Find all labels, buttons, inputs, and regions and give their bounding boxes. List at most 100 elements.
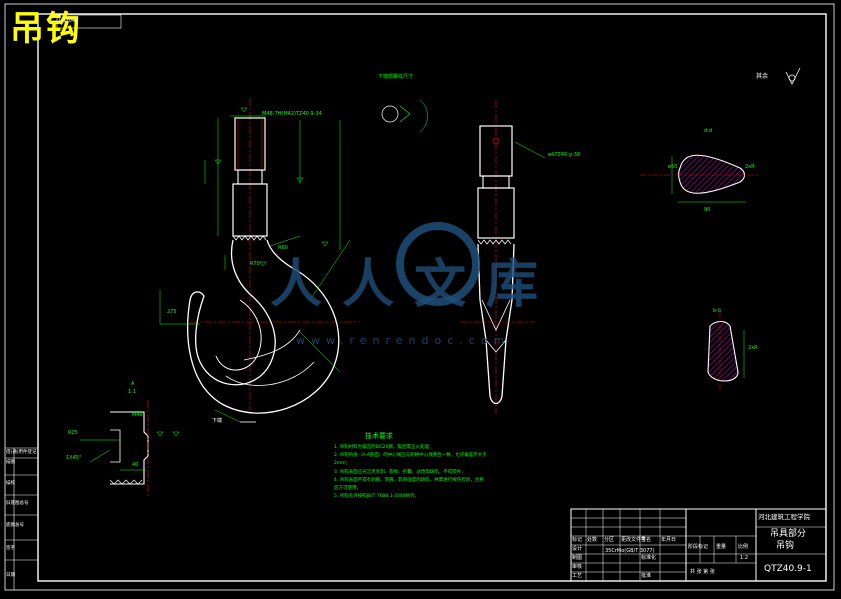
roughness-triangle (259, 261, 267, 267)
side-label: 借(通)用件登记 (6, 450, 37, 455)
view-a-groove (110, 429, 121, 463)
title-block-header: 更改文件号 (621, 537, 647, 543)
side-body (477, 243, 515, 405)
dim-r2: R60 (278, 245, 288, 251)
section-dd-label: d-d (704, 128, 713, 134)
watermark: 人人文库 www.renrendoc.com (270, 222, 558, 347)
section-bb-label: b-b (713, 308, 722, 314)
roughness-triangle (214, 159, 222, 165)
hook-front-view (159, 98, 428, 423)
sheet-label: 共 张 第 张 (690, 569, 715, 575)
section-bb-shape (707, 320, 739, 382)
side-ridge (481, 299, 511, 353)
side-label: 描校 (6, 481, 15, 486)
view-a-outline (110, 411, 149, 485)
dim-a-r25: R25 (68, 430, 78, 436)
note-item: 3. 吊钩表面应光洁无毛刺、裂纹、折叠、过烧等缺陷，不得焊补； (334, 469, 466, 475)
note-item: 1. 吊钩材料为锻造的DG20钢，锻后需正火处理； (334, 445, 434, 450)
side-hole (492, 137, 500, 145)
title-block-frame (570, 508, 827, 582)
top-code-box (56, 14, 122, 29)
dim-thread-side: ø47Z40 g-38 (548, 152, 581, 158)
side-strip (5, 447, 38, 590)
title-block-row-label: 设计 (572, 546, 583, 552)
watermark-ring (396, 222, 480, 306)
section-dd-shape (677, 154, 746, 194)
outer-border (4, 3, 835, 591)
side-label: 日期 (6, 573, 15, 578)
dim-a-m48: M48 (132, 412, 143, 418)
material-label: 35CrMo(GB/T 3077) (605, 548, 655, 554)
roughness-triangle (172, 431, 180, 437)
weight-label: 重量 (716, 544, 727, 550)
view-a-scale: 1:1 (128, 389, 137, 395)
title-block-header: 签名 (641, 537, 652, 543)
leader-line (89, 449, 111, 463)
detail-label: 下端部螺纹尺寸 (378, 74, 414, 80)
roughness-triangle (321, 241, 329, 247)
side-break (477, 239, 512, 245)
hook-outline (187, 239, 340, 414)
assembly-name: 吊具部分 (770, 529, 807, 539)
dim-bb-r: 2xR (748, 345, 758, 351)
stage-label: 阶段标记 (688, 544, 709, 550)
part-label: 下端 (212, 418, 223, 424)
top-code-label: I-47048 (59, 18, 79, 24)
leader-line (299, 331, 341, 373)
title-block-header: 处数 (587, 537, 598, 543)
roughness-triangle (296, 177, 304, 183)
hook-side-view (460, 100, 546, 414)
roughness-triangle (156, 431, 164, 437)
side-label: 签字 (6, 546, 15, 551)
note-item: 5. 吊钩允许按照JB/T 7688.1-2008执行。 (334, 494, 420, 500)
dim-thread-main: M48-7H(M42)TZ40 9-34 (262, 111, 322, 117)
break-line (232, 235, 267, 241)
dim-dd-r: 2xR (745, 164, 755, 170)
school-name: 河北建筑工程学院 (758, 513, 810, 521)
leader-line (269, 235, 301, 247)
part-name: 吊钩 (776, 541, 795, 551)
side-label: 描图 (6, 460, 15, 465)
dim-dd-height: ø50 (668, 164, 678, 170)
title-block-header: 年月日 (661, 537, 677, 543)
note-item: 后方可使用； (334, 485, 361, 491)
notes-list: 1. 吊钩材料为锻造的DG20钢，锻后需正火处理； 2. 吊钩钩身（A-A剖面）的… (334, 444, 487, 501)
title-block-row-label: 制图 (572, 555, 583, 561)
side-label: 旧底图总号 (6, 501, 29, 506)
watermark-url: www.renrendoc.com (296, 334, 510, 347)
title-block-row-label: 审核 (572, 564, 583, 570)
leader-line (214, 409, 241, 423)
inner-border (37, 13, 827, 582)
watermark-text: 人人文库 (270, 255, 558, 315)
dim-r1: R70 (250, 261, 260, 267)
dim-a-40: 40 (132, 462, 139, 468)
title-block-row-label: 工艺 (572, 573, 583, 579)
hook-inner-line (225, 329, 315, 386)
section-views (640, 154, 760, 392)
dim-r3: 275 (167, 309, 177, 315)
dim-a-chamfer: 1X45° (66, 455, 82, 461)
note-item: 4. 吊钩表面不得有划痕、刻痕、影响强度的缺陷，并需进行探伤检验，合格 (334, 477, 484, 483)
note-item: 2mm； (334, 461, 351, 467)
shank-lower (232, 183, 268, 237)
detail-circle (381, 105, 399, 123)
drawing-title: 吊钩 (10, 9, 82, 49)
dim-dd-width: 90 (704, 207, 711, 213)
detail-arc (419, 99, 428, 133)
view-a-label: A (131, 381, 135, 387)
scale-value: 1:2 (740, 555, 749, 561)
title-block-row-label: 标准化 (641, 555, 657, 561)
leader-line (514, 141, 546, 159)
view-a-break (109, 479, 143, 485)
drawing-number: QTZ40.9-1 (764, 564, 812, 574)
roughness-triangle (240, 107, 248, 113)
side-shank-lower (477, 187, 515, 239)
title-block-header: 分区 (604, 537, 615, 543)
title-block-header: 标记 (572, 537, 583, 543)
hook-inner (215, 299, 262, 371)
note-item: 2. 吊钩钩身（A-A剖面）的中心线应与钩柄中心线重合一致，允许偏差不大于 (334, 453, 487, 459)
notes-title: 技术要求 (365, 432, 393, 440)
view-a-detail (80, 400, 180, 496)
